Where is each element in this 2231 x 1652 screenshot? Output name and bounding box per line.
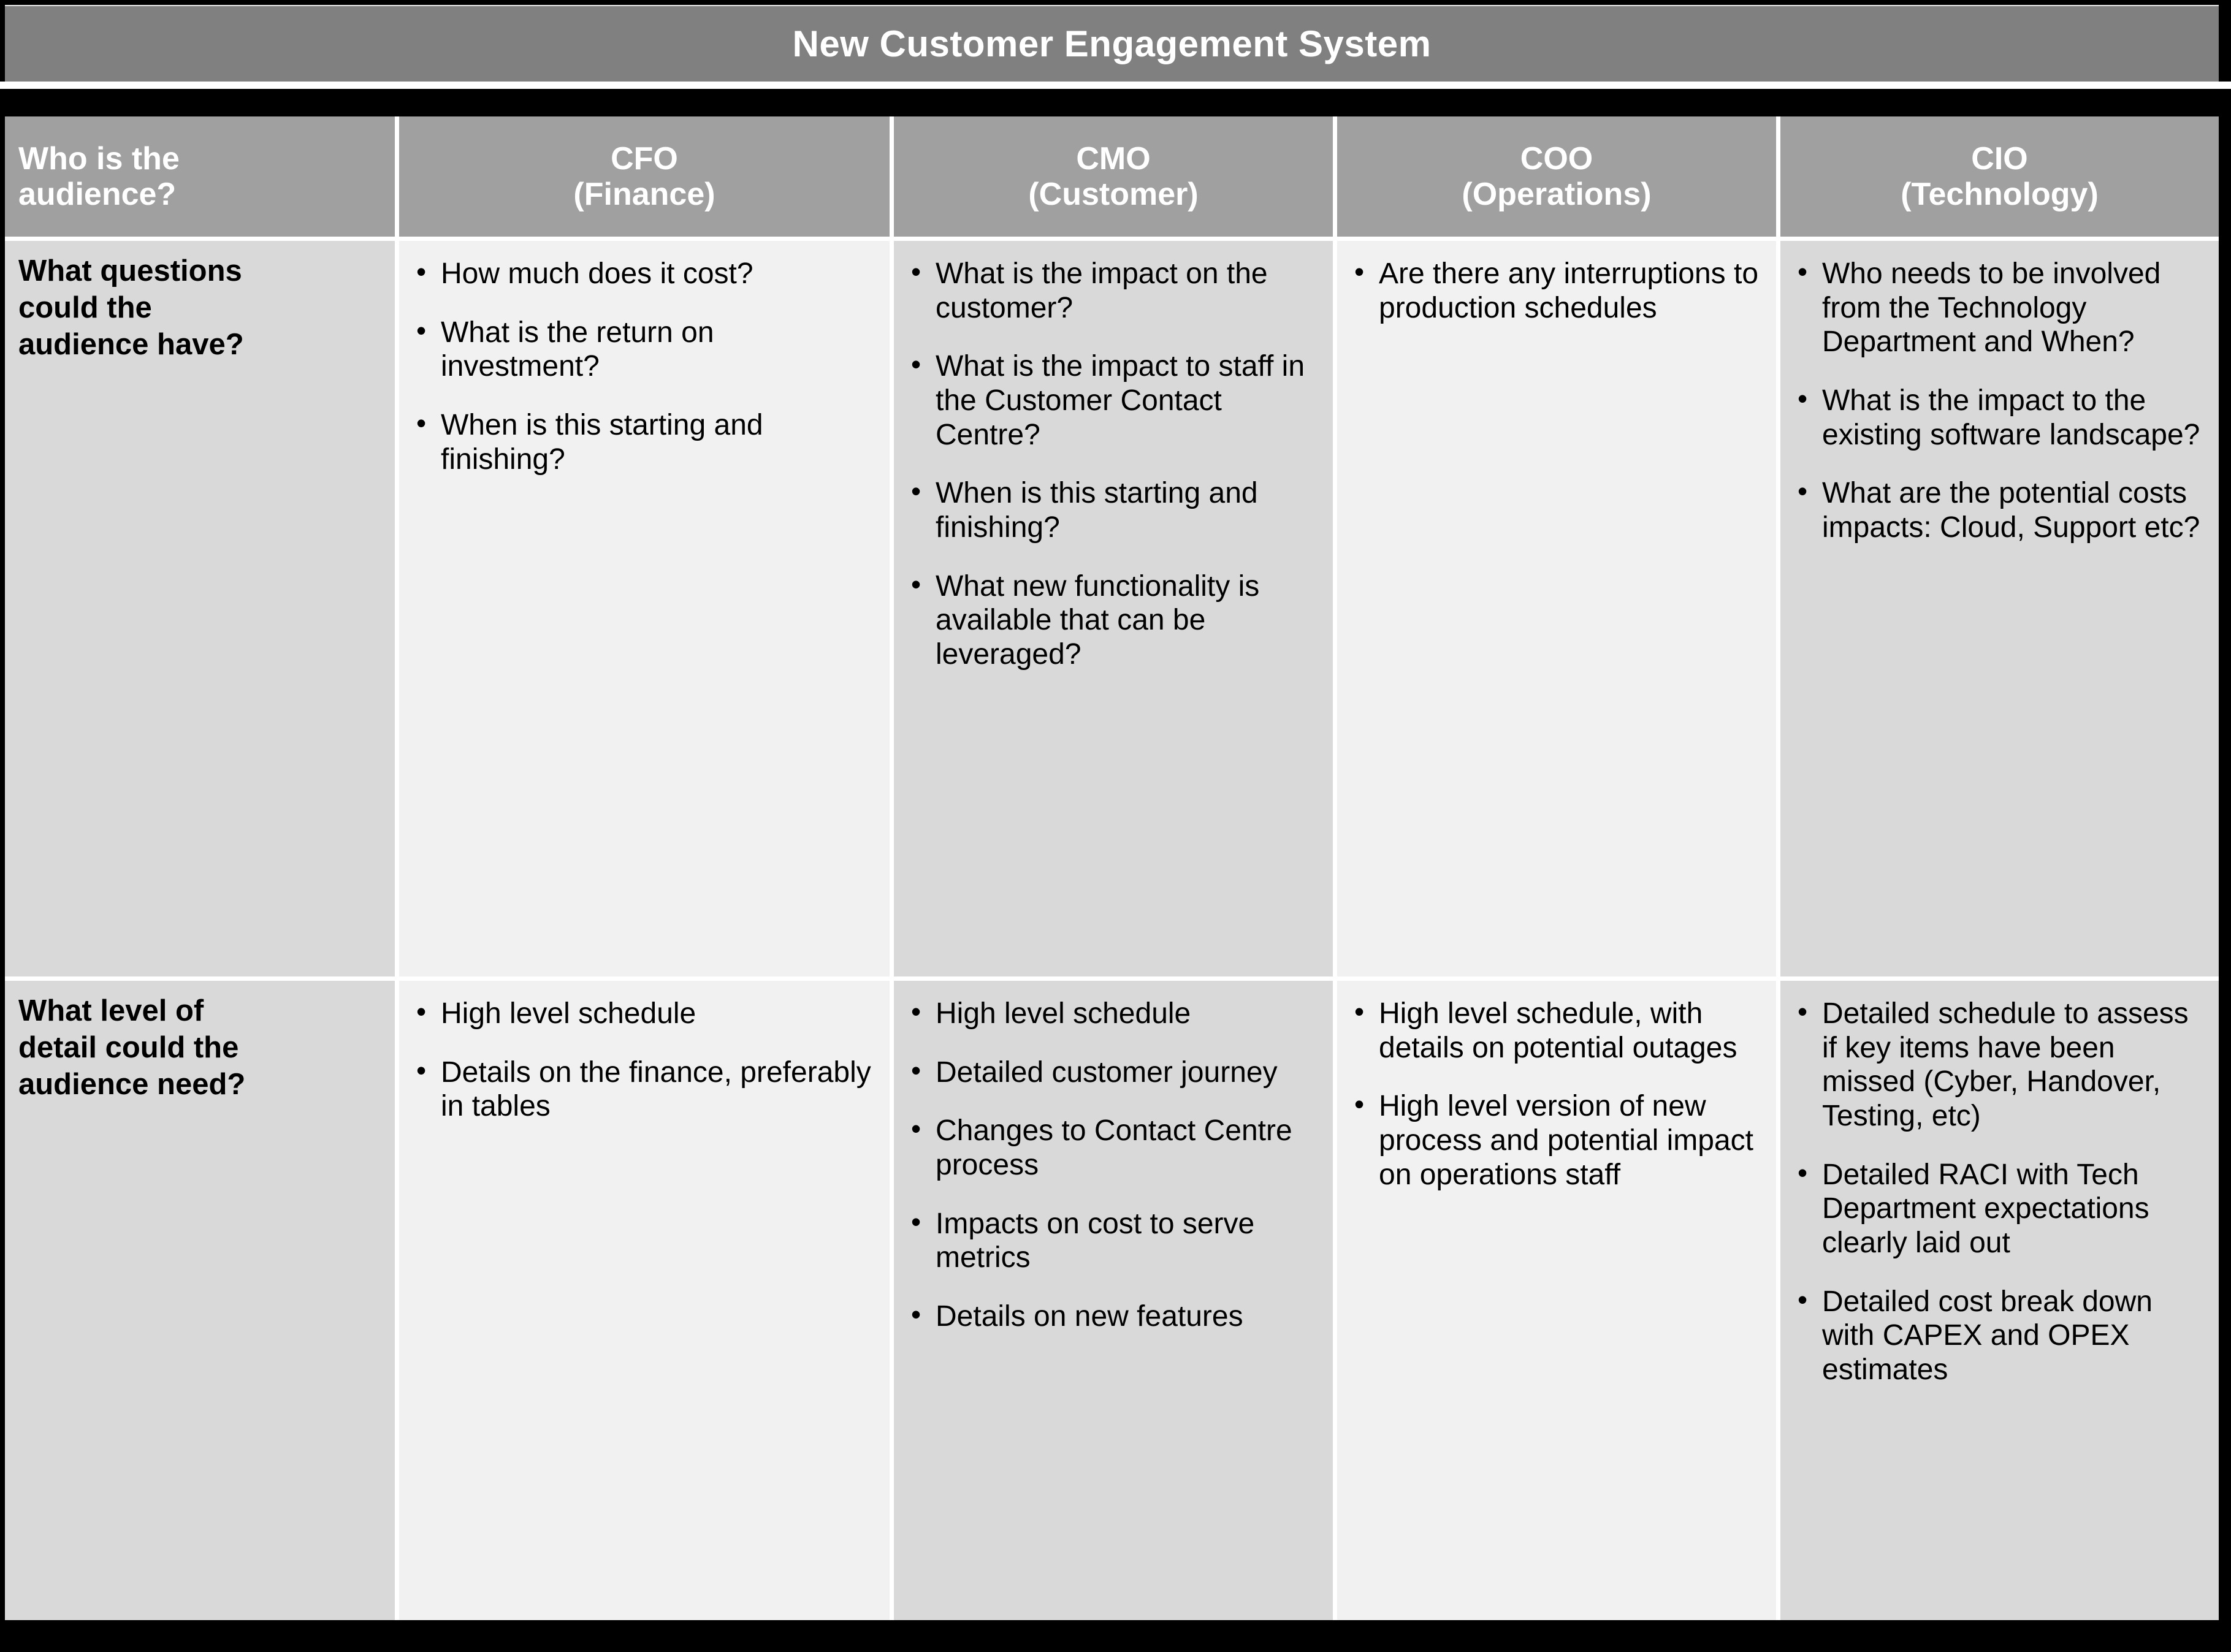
accent-segment-coo (1335, 89, 1774, 113)
header-cell-coo: COO (Operations) (1337, 116, 1776, 237)
accent-segment-cio (1778, 89, 2219, 113)
row-label-questions: What questions could the audience have? (5, 241, 395, 976)
bullet-list-questions-coo: Are there any interruptions to productio… (1351, 256, 1763, 325)
cell-questions-coo: Are there any interruptions to productio… (1337, 241, 1776, 976)
bullet-list-detail-coo: High level schedule, with details on pot… (1351, 995, 1763, 1192)
list-item: Changes to Contact Centre process (907, 1113, 1319, 1182)
bullet-list-detail-cio: Detailed schedule to assess if key items… (1794, 995, 2205, 1387)
header-coo-domain: (Operations) (1462, 177, 1652, 212)
row-label-questions-line2: could the (18, 291, 152, 324)
row-label-detail-line2: detail could the (18, 1030, 239, 1064)
header-cell-cio: CIO (Technology) (1780, 116, 2219, 237)
list-item: Details on the finance, preferably in ta… (413, 1054, 876, 1124)
list-item: Details on new features (907, 1298, 1319, 1334)
header-cmo-domain: (Customer) (1028, 177, 1199, 212)
header-cell-cmo: CMO (Customer) (894, 116, 1333, 237)
bullet-list-questions-cfo: How much does it cost? What is the retur… (413, 256, 876, 476)
list-item: Detailed RACI with Tech Department expec… (1794, 1157, 2205, 1260)
table-row-questions: What questions could the audience have? … (5, 241, 2219, 976)
header-cio-role: CIO (1971, 140, 2028, 177)
accent-segment-cmo (893, 89, 1332, 113)
list-item: What new functionality is available that… (907, 568, 1319, 672)
header-cfo-role: CFO (611, 140, 678, 177)
cell-questions-cmo: What is the impact on the customer? What… (894, 241, 1333, 976)
header-cmo-role: CMO (1076, 140, 1151, 177)
header-coo-role: COO (1520, 140, 1593, 177)
header-accent-band (5, 89, 2219, 113)
cell-detail-cmo: High level schedule Detailed customer jo… (894, 981, 1333, 1620)
header-audience-line1: Who is the (18, 140, 180, 177)
list-item: Detailed customer journey (907, 1054, 1319, 1090)
row-label-questions-line1: What questions (18, 254, 242, 287)
accent-segment-cfo (399, 89, 889, 113)
audience-matrix-table: Who is the audience? CFO (Finance) CMO (… (5, 116, 2219, 1620)
list-item: When is this starting and finishing? (413, 407, 876, 476)
accent-segment-audience (5, 89, 395, 113)
row-label-detail-line3: audience need? (18, 1067, 246, 1101)
cell-detail-cfo: High level schedule Details on the finan… (399, 981, 890, 1620)
list-item: High level schedule (907, 995, 1319, 1031)
list-item: What is the impact to the existing softw… (1794, 383, 2205, 452)
list-item: Detailed schedule to assess if key items… (1794, 995, 2205, 1133)
row-label-detail: What level of detail could the audience … (5, 981, 395, 1620)
header-cell-cfo: CFO (Finance) (399, 116, 890, 237)
header-cfo-domain: (Finance) (573, 177, 715, 212)
list-item: When is this starting and finishing? (907, 475, 1319, 544)
list-item: Impacts on cost to serve metrics (907, 1206, 1319, 1275)
title-separator (0, 82, 2231, 89)
list-item: Detailed cost break down with CAPEX and … (1794, 1284, 2205, 1387)
header-cio-domain: (Technology) (1901, 177, 2099, 212)
bullet-list-questions-cio: Who needs to be involved from the Techno… (1794, 256, 2205, 545)
page-title: New Customer Engagement System (792, 23, 1432, 64)
table-row-detail: What level of detail could the audience … (5, 981, 2219, 1620)
cell-detail-cio: Detailed schedule to assess if key items… (1780, 981, 2219, 1620)
slide-title-bar: New Customer Engagement System (5, 5, 2219, 82)
list-item: Who needs to be involved from the Techno… (1794, 256, 2205, 359)
table-header-row: Who is the audience? CFO (Finance) CMO (… (5, 116, 2219, 237)
row-label-detail-line1: What level of (18, 994, 204, 1027)
bullet-list-questions-cmo: What is the impact on the customer? What… (907, 256, 1319, 672)
list-item: What are the potential costs impacts: Cl… (1794, 475, 2205, 544)
cell-detail-coo: High level schedule, with details on pot… (1337, 981, 1776, 1620)
list-item: What is the impact on the customer? (907, 256, 1319, 325)
header-cell-audience: Who is the audience? (5, 116, 395, 237)
list-item: What is the impact to staff in the Custo… (907, 348, 1319, 452)
bullet-list-detail-cmo: High level schedule Detailed customer jo… (907, 995, 1319, 1334)
cell-questions-cio: Who needs to be involved from the Techno… (1780, 241, 2219, 976)
list-item: High level version of new process and po… (1351, 1088, 1763, 1192)
list-item: How much does it cost? (413, 256, 876, 291)
list-item: What is the return on investment? (413, 314, 876, 384)
list-item: High level schedule, with details on pot… (1351, 995, 1763, 1065)
cell-questions-cfo: How much does it cost? What is the retur… (399, 241, 890, 976)
header-audience-line2: audience? (18, 177, 177, 212)
list-item: Are there any interruptions to productio… (1351, 256, 1763, 325)
list-item: High level schedule (413, 995, 876, 1031)
bullet-list-detail-cfo: High level schedule Details on the finan… (413, 995, 876, 1124)
row-label-questions-line3: audience have? (18, 327, 244, 361)
